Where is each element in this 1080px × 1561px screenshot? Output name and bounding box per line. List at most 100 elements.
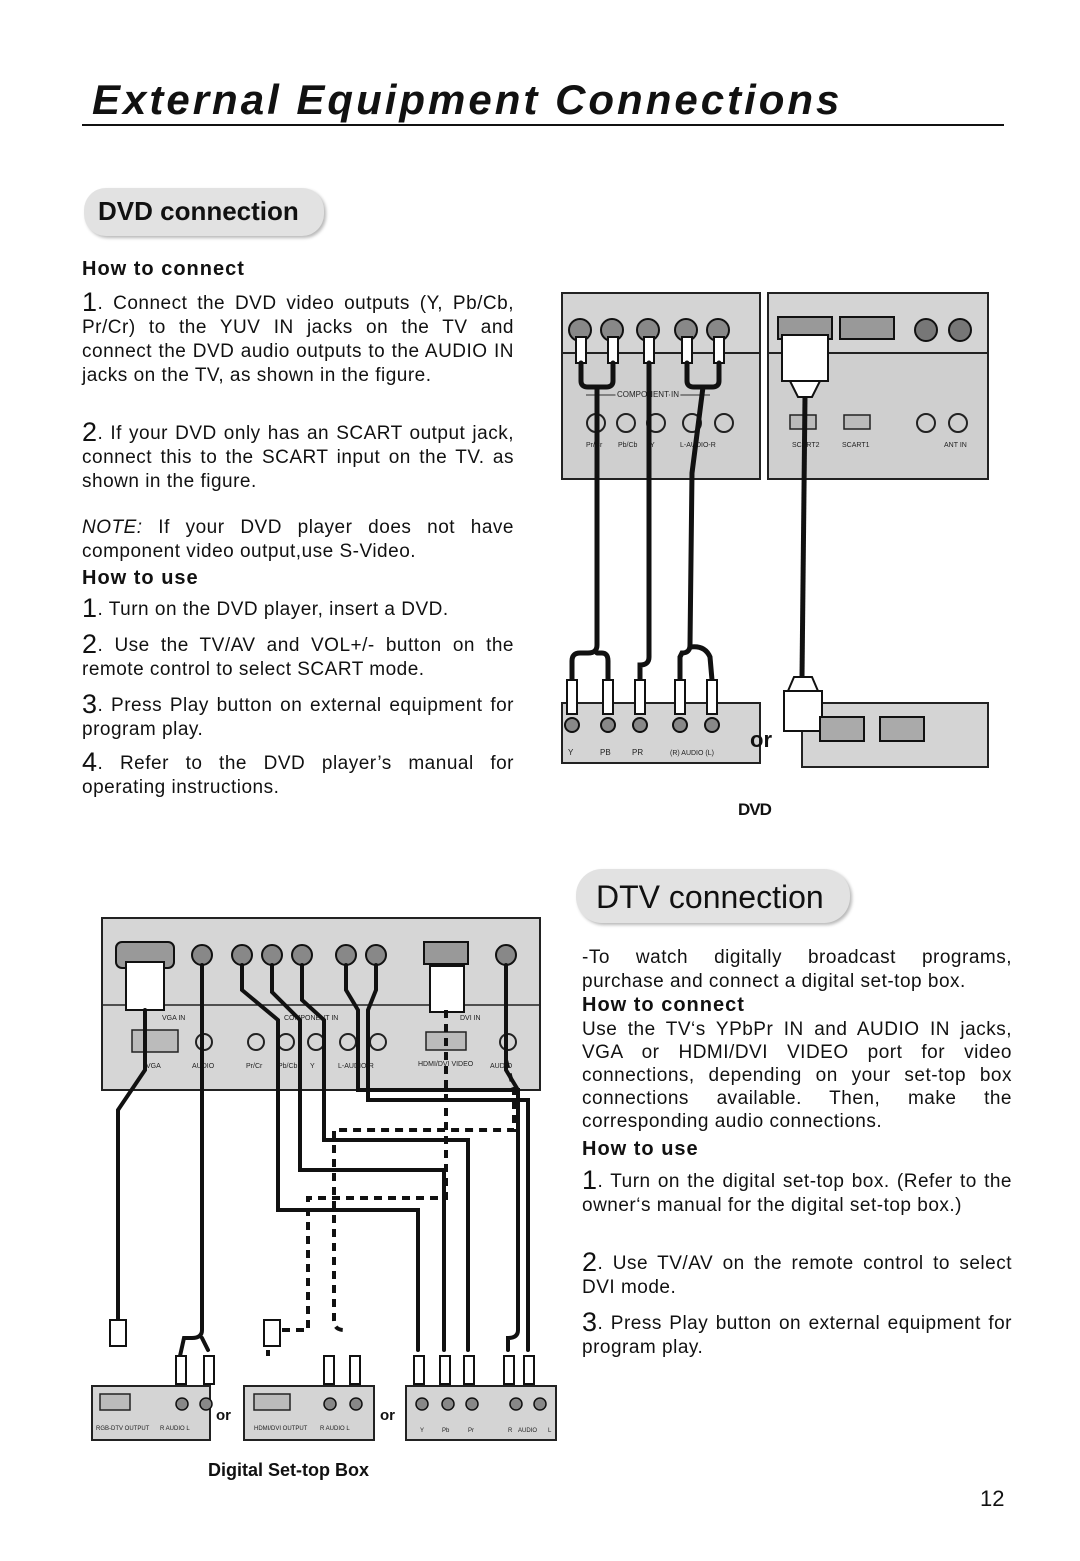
label-vga: VGA — [146, 1063, 161, 1070]
dtv-how-to-use-heading: How to use — [582, 1138, 699, 1160]
hdmi-port-top — [423, 941, 469, 965]
page-title: External Equipment Connections — [92, 76, 843, 123]
dtv-use-step-1: 1. Turn on the digital set-top box. (Ref… — [582, 1165, 1012, 1218]
dvd-scart-port-2 — [879, 716, 925, 742]
dvd-player-jack-labels: Y PB PR (R) AUDIO (L) — [568, 748, 714, 757]
dvd-use-step-2: 2. Use the TV/AV and VOL+/- button on th… — [82, 629, 514, 682]
dvd-use-step-4: 4. Refer to the DVD player’s manual for … — [82, 747, 514, 800]
step-text: . If your DVD only has an SCART output j… — [82, 423, 514, 492]
step-number: 4 — [82, 747, 98, 777]
stb-plugs — [109, 1319, 535, 1385]
step-number: 3 — [582, 1307, 598, 1337]
label-pb: Pb/Cb — [278, 1063, 298, 1070]
dvd-how-to-connect-heading: How to connect — [82, 258, 245, 280]
player-label-audio: (R) AUDIO (L) — [670, 750, 714, 757]
vga-plug — [125, 961, 165, 1011]
dvd-use-step-1: 1. Turn on the DVD player, insert a DVD. — [82, 593, 514, 623]
vga-port — [131, 1029, 179, 1053]
label-pr: Pr/Cr — [246, 1063, 263, 1070]
or-label-1: or — [216, 1407, 231, 1424]
dvd-connection-diagram: COMPONENT IN Pr/Cr Pb/Cb Y L-AUDIO-R SCA… — [561, 292, 989, 768]
stb-component-jacks — [415, 1397, 547, 1411]
step-text: . Use the TV/AV and VOL+/- button on the… — [82, 635, 514, 680]
title-divider — [82, 124, 1004, 126]
box3-label-l: L — [548, 1428, 552, 1434]
step-number: 2 — [82, 417, 98, 447]
label-y: Y — [310, 1063, 315, 1070]
dvi-plug — [429, 965, 465, 1013]
step-number: 2 — [582, 1247, 598, 1277]
jack-label-pb: Pb/Cb — [618, 442, 638, 449]
step-text: . Use TV/AV on the remote control to sel… — [582, 1253, 1012, 1298]
jack-label-y: Y — [650, 442, 655, 449]
dvd-note: NOTE: If your DVD player does not have c… — [82, 516, 514, 564]
dvi-in-label: DVI IN — [460, 1015, 481, 1022]
box3-label-audio: AUDIO — [518, 1428, 537, 1434]
rca-plugs-bottom — [566, 679, 718, 715]
dtv-use-step-2: 2. Use TV/AV on the remote control to se… — [582, 1247, 1012, 1300]
scart-plug-bottom — [783, 676, 823, 732]
dvd-device-label: DVD — [738, 800, 772, 819]
box3-label-r: R — [508, 1428, 513, 1434]
component-jacks-top — [568, 318, 730, 342]
step-text: . Connect the DVD video outputs (Y, Pb/C… — [82, 293, 514, 386]
step-number: 1 — [82, 287, 98, 317]
page-number: 12 — [980, 1486, 1005, 1511]
vga-audio-jack-top — [191, 944, 213, 966]
step-text: . Turn on the digital set-top box. (Refe… — [582, 1171, 1012, 1216]
dvd-connect-step-2: 2. If your DVD only has an SCART output … — [82, 417, 514, 494]
label-hdmi: HDMI/DVI VIDEO — [418, 1061, 474, 1068]
scart1-port — [843, 414, 871, 430]
scart-cable — [799, 396, 808, 678]
dtv-connection-diagram: VGA IN COMPONENT IN DVI IN VGA AUDIO Pr/… — [91, 917, 557, 1441]
rgb-dtv-output-port — [99, 1393, 131, 1411]
vga-in-label: VGA IN — [162, 1015, 185, 1022]
hdmi-dvi-output-port — [253, 1393, 291, 1411]
dtv-connect-text: Use the TV‘s YPbPr IN and AUDIO IN jacks… — [582, 1019, 1012, 1132]
dvd-connect-step-1: 1. Connect the DVD video outputs (Y, Pb/… — [82, 287, 514, 388]
dvd-how-to-use-heading: How to use — [82, 567, 199, 589]
component-cables — [569, 360, 722, 683]
or-label-2: or — [380, 1407, 395, 1424]
step-text: . Press Play button on external equipmen… — [582, 1313, 1012, 1358]
dvd-heading-text: DVD connection — [98, 196, 299, 226]
box2-audio-label: R AUDIO L — [320, 1426, 350, 1432]
headphone-jack-top — [914, 318, 938, 342]
step-text: . Press Play button on external equipmen… — [82, 695, 514, 740]
or-label: or — [750, 727, 772, 752]
dtv-dashed-cables — [266, 1010, 516, 1356]
antenna-jack — [948, 413, 968, 433]
step-number: 3 — [82, 689, 98, 719]
box3-label-pr: Pr — [468, 1428, 474, 1434]
scart-plug-top — [781, 334, 829, 398]
dvd-scart-port-1 — [819, 716, 865, 742]
note-text: If your DVD player does not have compone… — [82, 517, 514, 562]
stb-panel-component — [405, 1385, 557, 1441]
box3-label-pb: Pb — [442, 1428, 450, 1434]
dtv-section-heading: DTV connection — [576, 869, 850, 923]
box3-label-y: Y — [420, 1428, 424, 1434]
component-in-label: COMPONENT IN — [284, 1015, 338, 1022]
label-dvi-audio: AUDIO — [490, 1063, 513, 1070]
dvd-player-panel-left — [561, 702, 761, 764]
player-label-pb: PB — [600, 748, 611, 757]
step-number: 2 — [82, 629, 98, 659]
step-number: 1 — [582, 1165, 598, 1195]
scart-port-top-2 — [839, 316, 895, 340]
step-number: 1 — [82, 593, 98, 623]
dvd-player-jacks — [564, 717, 720, 733]
ant-in-label: ANT IN — [944, 442, 967, 449]
component-jacks-top — [231, 944, 387, 966]
scart1-label: SCART1 — [842, 442, 870, 449]
step-text: . Refer to the DVD player’s manual for o… — [82, 753, 514, 798]
box1-audio-label: R AUDIO L — [160, 1426, 190, 1432]
hdmi-dvi-output-label: HDMI/DVI OUTPUT — [254, 1426, 308, 1432]
dtv-intro: -To watch digitally broadcast programs, … — [582, 947, 1012, 992]
dvd-section-heading: DVD connection — [84, 188, 324, 236]
dtv-how-to-connect-heading: How to connect — [582, 994, 745, 1016]
dvi-audio-jack-top — [495, 944, 517, 966]
dvd-use-step-3: 3. Press Play button on external equipme… — [82, 689, 514, 742]
tv-panel-top-left — [561, 292, 761, 354]
player-label-y: Y — [568, 748, 574, 757]
headphone-jack — [916, 413, 936, 433]
